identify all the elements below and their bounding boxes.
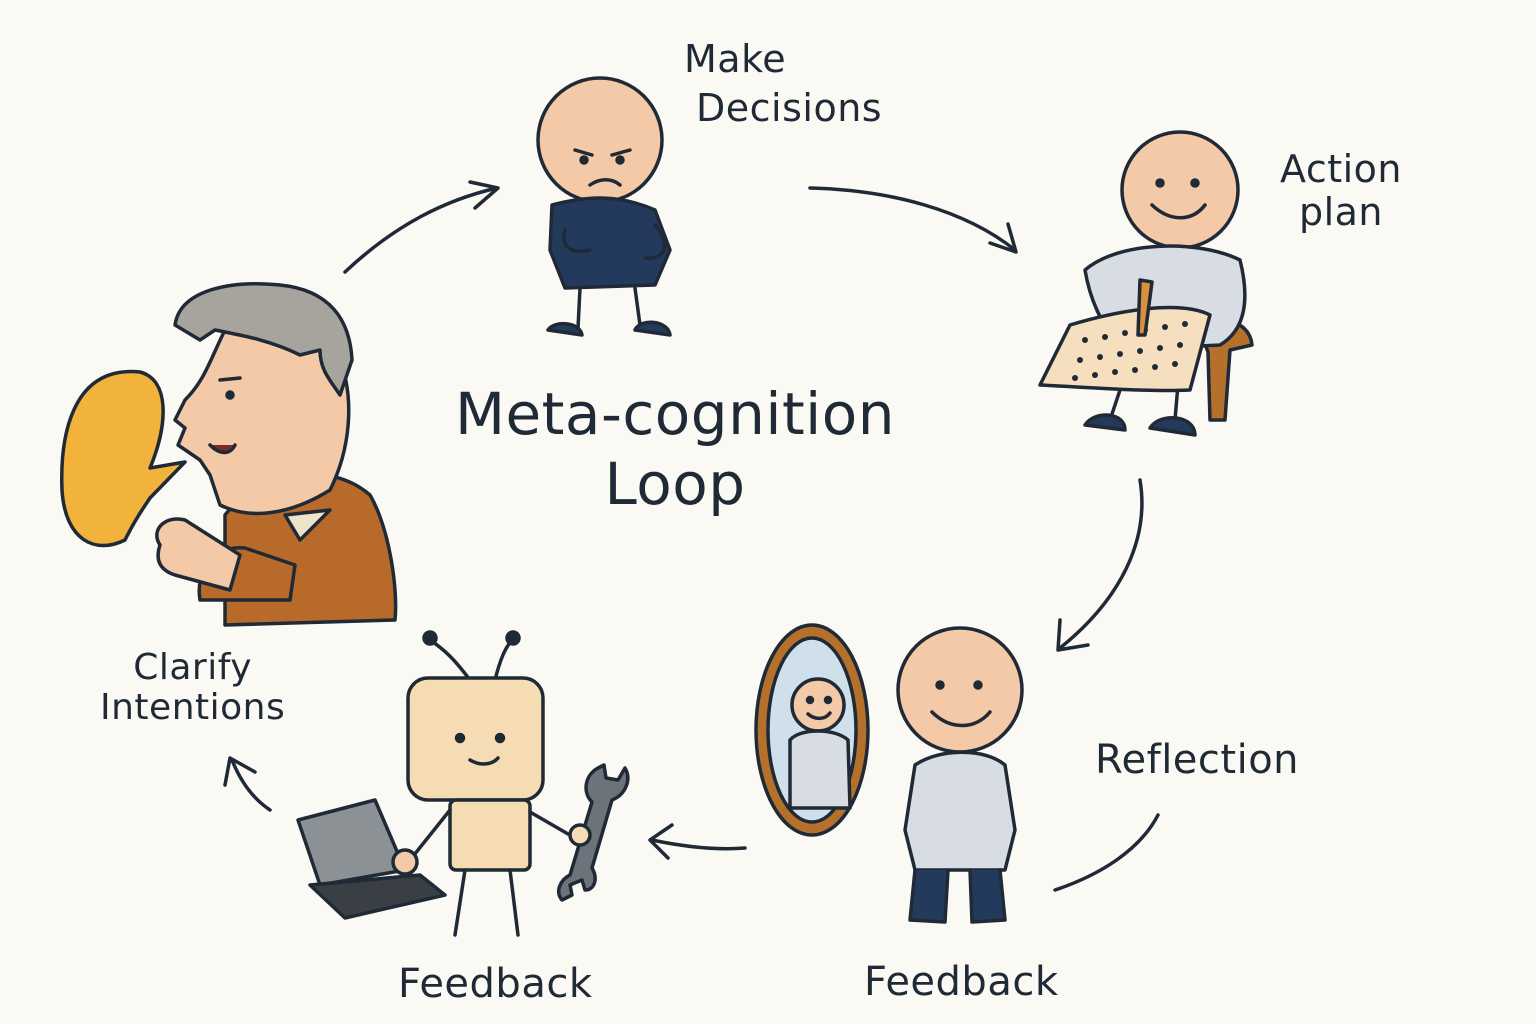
label-action-plan-line-2: plan — [1280, 191, 1402, 234]
label-action-plan: Action plan — [1280, 148, 1402, 233]
label-feedback-robot: Feedback — [398, 962, 593, 1007]
label-clarify-intentions-line-1: Clarify — [100, 648, 285, 688]
label-reflection: Reflection — [1095, 738, 1299, 783]
arrow-decisions-to-action — [810, 188, 1016, 252]
paper-icon — [1040, 308, 1210, 391]
robot-figure — [298, 632, 628, 935]
arrow-reflection-to-robot — [650, 825, 745, 858]
diagram-title: Meta-cognition Loop — [395, 380, 955, 519]
label-clarify-intentions: Clarify Intentions — [100, 648, 285, 729]
reflection-connector-line — [1055, 815, 1158, 890]
label-clarify-intentions-line-2: Intentions — [100, 688, 285, 728]
title-line-2: Loop — [395, 450, 955, 520]
reflection-figure — [756, 625, 1022, 922]
label-action-plan-line-1: Action — [1280, 148, 1402, 191]
action-plan-figure — [1040, 132, 1252, 435]
arrow-robot-to-clarify — [225, 758, 270, 810]
label-make-decisions: Make Decisions — [682, 38, 882, 129]
arrow-action-to-reflection — [1058, 480, 1142, 650]
label-feedback-reflection: Feedback — [864, 960, 1059, 1005]
decisions-figure — [538, 78, 670, 335]
label-make-decisions-line-2: Decisions — [682, 87, 882, 130]
title-line-1: Meta-cognition — [395, 380, 955, 450]
laptop-icon — [298, 800, 405, 885]
speaker-figure — [62, 284, 396, 625]
label-make-decisions-line-1: Make — [682, 38, 882, 81]
arrow-clarify-to-decisions — [345, 182, 498, 272]
